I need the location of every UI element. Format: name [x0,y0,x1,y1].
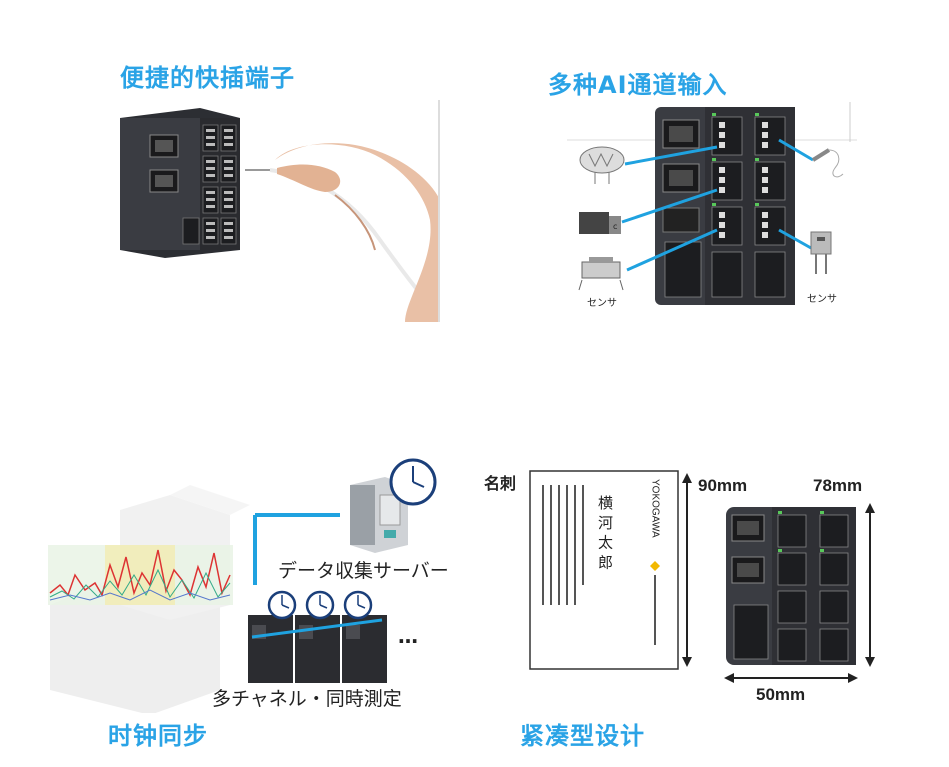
sensor-connection-lines [621,138,814,272]
compact-module-device [726,507,856,665]
module-clock-icon-2 [305,590,335,620]
sensor-label-right: センサ [807,293,837,305]
height-dimension-label: 90mm [698,476,747,495]
io-module-device [120,108,240,258]
server-label: データ収集サーバー [278,560,449,582]
hand-inserting-wire [245,143,440,322]
photoresistor-sensor-icon [579,146,625,184]
width-dimension-arrow [724,673,858,683]
thermocouple-sensor-icon [578,257,624,291]
business-card-label: 名刺 [484,474,516,493]
ai-channels-illustration: c センサ センサ [567,102,857,320]
title-ai-channels: 多种AI通道输入 [548,71,728,99]
multi-channel-caption: 多チャネル・同時測定 [212,688,402,710]
server-clock-icon [389,458,437,506]
module-clock-icon-3 [343,590,373,620]
compact-design-illustration: 名刺 横 河 太 郎 YOKOGAWA 90mm 78mm [484,470,875,704]
title-compact-design: 紧凑型设计 [520,722,645,750]
signal-waveform-chart [48,545,233,605]
svg-text:c: c [613,222,617,231]
width-dimension-label: 50mm [756,685,805,704]
title-quick-plug: 便捷的快插端子 [120,64,295,92]
business-card-name: 横 河 太 郎 [596,495,614,570]
ai-module-device [655,107,795,305]
depth-dimension-arrow [865,503,875,667]
motor-sensor-icon: c [579,212,621,234]
data-server-icon [350,477,408,553]
depth-dimension-label: 78mm [813,476,862,495]
brand-diamond-icon [650,561,660,571]
more-modules-ellipsis: … [398,624,418,648]
module-clock-icon-1 [267,590,297,620]
clock-sync-illustration: データ収集サーバー … 多チャネル・同時測定 [48,458,449,713]
business-card-brand: YOKOGAWA [650,479,661,538]
sensor-label-left: センサ [587,297,617,309]
business-card: 横 河 太 郎 YOKOGAWA [529,470,679,670]
title-clock-sync: 时钟同步 [108,722,208,750]
quick-plug-illustration [120,100,440,322]
synced-modules-row [248,615,387,683]
height-dimension-arrow [682,473,692,667]
probe-sensor-icon [811,148,844,178]
humidity-sensor-icon [810,231,832,274]
